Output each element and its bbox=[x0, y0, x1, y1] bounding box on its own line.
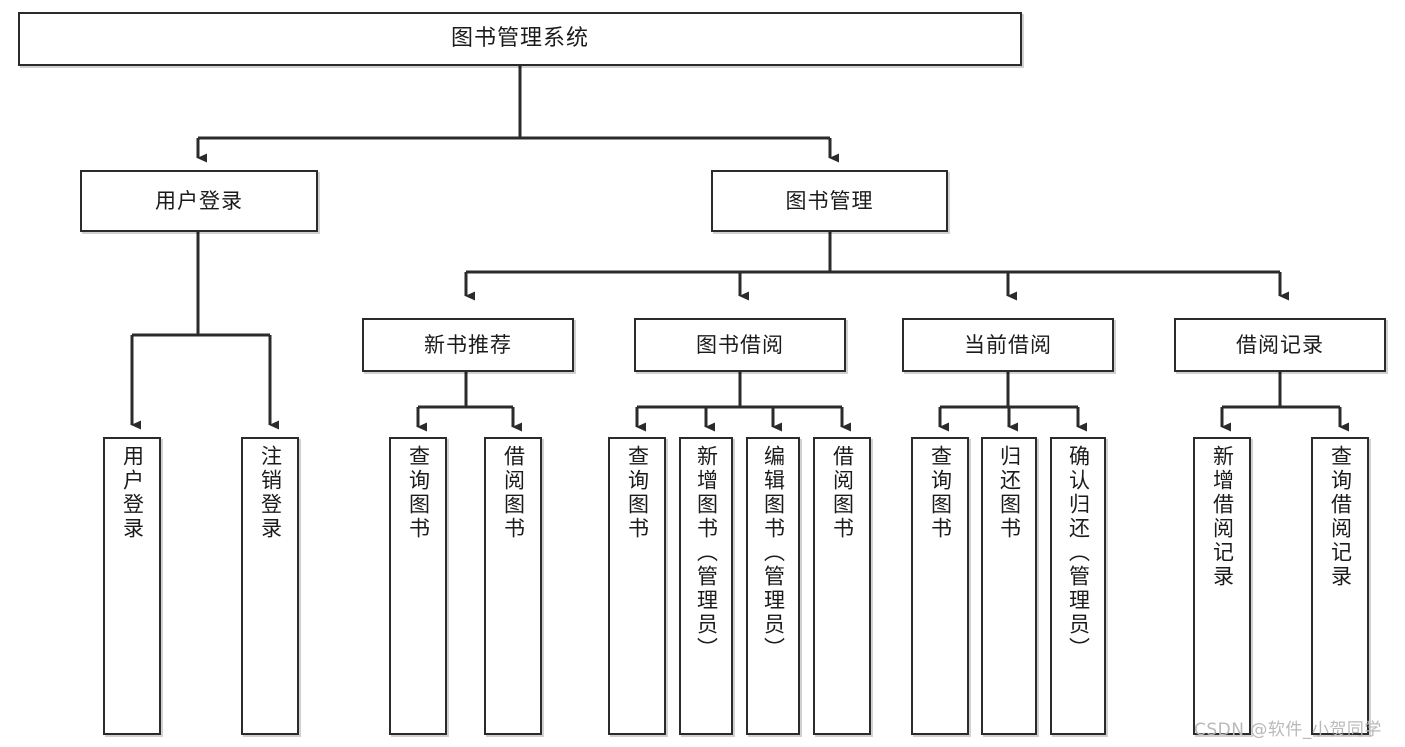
leaf-user-login-login[interactable]: 用户登录 bbox=[103, 437, 161, 735]
leaf-user-login-logout[interactable]: 注销登录 bbox=[241, 437, 299, 735]
leaf-new-book-borrow[interactable]: 借阅图书 bbox=[484, 437, 542, 735]
node-label: 查询图书 bbox=[406, 445, 431, 541]
node-new-book-recommend[interactable]: 新书推荐 bbox=[362, 318, 574, 372]
node-label: 借阅图书 bbox=[830, 445, 855, 541]
node-label: 新增借阅记录 bbox=[1210, 445, 1235, 589]
node-book-borrow[interactable]: 图书借阅 bbox=[634, 318, 846, 372]
node-label: 当前借阅 bbox=[964, 332, 1052, 357]
node-borrow-records[interactable]: 借阅记录 bbox=[1174, 318, 1386, 372]
csdn-watermark: CSDN @软件_小贺同学 bbox=[1194, 720, 1382, 740]
node-root-book-management-system[interactable]: 图书管理系统 bbox=[18, 12, 1022, 66]
leaf-new-book-query[interactable]: 查询图书 bbox=[389, 437, 447, 735]
leaf-borrow-borrow-book[interactable]: 借阅图书 bbox=[813, 437, 871, 735]
leaf-borrow-add-book-admin[interactable]: 新增图书（管理员） bbox=[679, 437, 733, 735]
node-label: 新增图书（管理员） bbox=[694, 445, 719, 661]
node-label: 确认归还（管理员） bbox=[1066, 445, 1091, 661]
node-label: 新书推荐 bbox=[424, 332, 512, 357]
node-label: 查询图书 bbox=[625, 445, 650, 541]
node-label: 用户登录 bbox=[155, 188, 243, 213]
leaf-borrow-query-book[interactable]: 查询图书 bbox=[608, 437, 666, 735]
leaf-borrow-edit-book-admin[interactable]: 编辑图书（管理员） bbox=[746, 437, 800, 735]
node-label: 查询借阅记录 bbox=[1328, 445, 1353, 589]
leaf-current-query-book[interactable]: 查询图书 bbox=[911, 437, 969, 735]
leaf-records-add-record[interactable]: 新增借阅记录 bbox=[1193, 437, 1251, 735]
node-label: 用户登录 bbox=[120, 445, 145, 541]
node-label: 借阅图书 bbox=[501, 445, 526, 541]
node-label: 编辑图书（管理员） bbox=[761, 445, 786, 661]
leaf-current-return-book[interactable]: 归还图书 bbox=[981, 437, 1037, 735]
node-user-login[interactable]: 用户登录 bbox=[80, 170, 318, 232]
node-label: 图书借阅 bbox=[696, 332, 784, 357]
leaf-current-confirm-return-admin[interactable]: 确认归还（管理员） bbox=[1050, 437, 1106, 735]
node-label: 图书管理 bbox=[785, 188, 874, 213]
node-label: 归还图书 bbox=[997, 445, 1022, 541]
node-label: 借阅记录 bbox=[1236, 332, 1324, 357]
node-label: 查询图书 bbox=[928, 445, 953, 541]
node-current-borrow[interactable]: 当前借阅 bbox=[902, 318, 1114, 372]
node-label: 注销登录 bbox=[258, 445, 283, 541]
node-book-management[interactable]: 图书管理 bbox=[711, 170, 948, 232]
node-label: 图书管理系统 bbox=[450, 26, 589, 52]
leaf-records-query-record[interactable]: 查询借阅记录 bbox=[1311, 437, 1369, 735]
